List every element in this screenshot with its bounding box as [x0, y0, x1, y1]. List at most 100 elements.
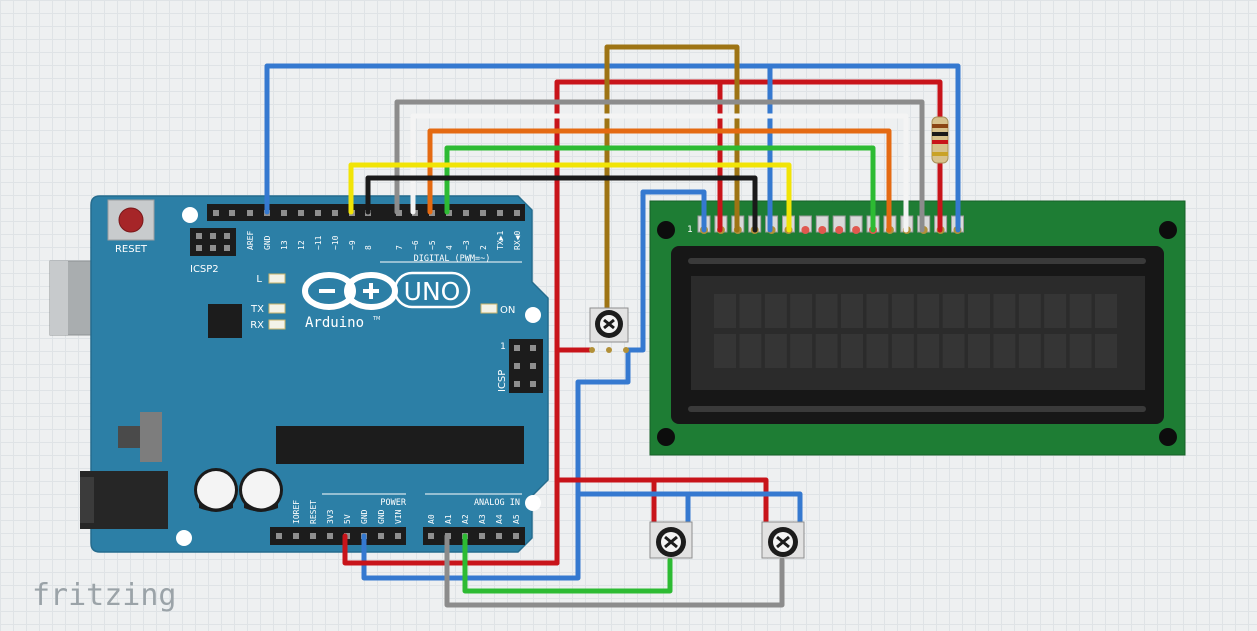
lcd-character-cell — [968, 294, 990, 328]
header-pin[interactable] — [310, 533, 316, 539]
icsp-pin1-label: 1 — [500, 342, 506, 352]
icsp-header — [509, 339, 543, 393]
analog-pin-label: A1 — [444, 514, 453, 524]
digital-pin-label: 8 — [364, 245, 373, 250]
lcd-pin-pad[interactable] — [852, 226, 861, 234]
digital-pin-label: RX◀0 — [513, 231, 522, 250]
power-pin-label: IOREF — [292, 500, 301, 524]
header-pin[interactable] — [480, 210, 486, 216]
arduino-brand-label: Arduino — [305, 315, 364, 331]
header-pin[interactable] — [428, 533, 434, 539]
header-pin[interactable] — [496, 533, 502, 539]
digital-pin-label: 12 — [297, 240, 306, 250]
led-on-label: ON — [500, 305, 515, 316]
wire-gray[interactable] — [444, 533, 785, 608]
wire-brown[interactable] — [604, 44, 740, 323]
header-pin[interactable] — [463, 210, 469, 216]
lcd-character-cell — [891, 334, 914, 368]
header-pin[interactable] — [332, 210, 338, 216]
lcd-character-cell — [993, 294, 1016, 328]
header-pin[interactable] — [513, 533, 519, 539]
wire-blue[interactable] — [264, 63, 961, 233]
wire-green[interactable] — [462, 533, 673, 594]
digital-pin-label: ~10 — [331, 235, 340, 250]
header-pin[interactable] — [315, 210, 321, 216]
lcd-character-cell — [1069, 334, 1092, 368]
capacitor — [194, 468, 238, 512]
lcd-character-cell — [790, 294, 813, 328]
led-l — [268, 273, 286, 284]
analog-pin-label: A0 — [427, 514, 436, 524]
lcd-pin-pad[interactable] — [818, 226, 827, 234]
header-pin[interactable] — [293, 533, 299, 539]
lcd-character-cell — [815, 294, 838, 328]
header-pin[interactable] — [395, 533, 401, 539]
mounting-hole — [525, 307, 541, 323]
header-pin[interactable] — [281, 210, 287, 216]
capacitor — [239, 468, 283, 512]
voltage-regulator — [140, 412, 162, 462]
power-pin-label: VIN — [394, 509, 403, 524]
header-pin[interactable] — [229, 210, 235, 216]
lcd-pin-pad[interactable] — [801, 226, 810, 234]
mounting-hole — [525, 495, 541, 511]
mounting-hole — [1159, 221, 1177, 239]
wire-blue[interactable] — [575, 491, 803, 525]
lcd-character-cell — [1095, 334, 1117, 368]
power-jack — [80, 471, 168, 529]
icsp2-header — [190, 228, 236, 256]
header-pin[interactable] — [298, 210, 304, 216]
analog-header-label: ANALOG IN — [474, 498, 520, 508]
mounting-hole — [657, 428, 675, 446]
wire-red[interactable] — [342, 533, 560, 566]
reset-label: RESET — [115, 244, 148, 255]
lcd-character-cell — [891, 294, 914, 328]
lcd-character-cell — [841, 334, 863, 368]
wire-red[interactable] — [554, 79, 943, 566]
lcd-screen — [691, 276, 1145, 390]
header-pin[interactable] — [378, 533, 384, 539]
potentiometer-1[interactable] — [649, 521, 693, 559]
wire-blue[interactable] — [361, 189, 707, 581]
header-pin[interactable] — [514, 210, 520, 216]
power-header — [270, 527, 406, 545]
power-pin-label: 5V — [343, 514, 352, 524]
fritzing-logo: fritzing — [32, 578, 177, 613]
power-pin-label: GND — [360, 509, 369, 524]
header-pin[interactable] — [497, 210, 503, 216]
digital-pin-label: GND — [263, 235, 272, 250]
header-pin[interactable] — [479, 533, 485, 539]
header-pin[interactable] — [327, 533, 333, 539]
power-pin-label: GND — [377, 509, 386, 524]
led-tx — [268, 303, 286, 314]
arduino-uno-board[interactable]: RESET ICSP2 L TX RX ON UNO Arduino TM — [49, 195, 549, 553]
digital-pin-label: AREF — [246, 231, 255, 250]
lcd-character-cell — [790, 334, 813, 368]
analog-pin-label: A3 — [478, 514, 487, 524]
potentiometer-2[interactable] — [761, 521, 805, 559]
lcd-character-cell — [866, 294, 889, 328]
wire-orange[interactable] — [427, 128, 892, 233]
wire-gray[interactable] — [394, 99, 925, 233]
usb-chip — [208, 304, 242, 338]
lcd-character-cell — [739, 294, 762, 328]
resistor[interactable] — [931, 116, 949, 164]
lcd-character-cell — [1095, 294, 1117, 328]
potentiometer-contrast[interactable] — [589, 307, 629, 353]
header-pin[interactable] — [213, 210, 219, 216]
lcd-16x2-module[interactable]: 1 — [649, 200, 1186, 456]
lcd-pin1-label: 1 — [687, 225, 693, 235]
wire-yellow[interactable] — [348, 162, 792, 233]
icsp-label: ICSP — [497, 370, 508, 392]
lcd-character-cell — [917, 294, 940, 328]
header-pin[interactable] — [276, 533, 282, 539]
header-pin[interactable] — [247, 210, 253, 216]
digital-pin-label: ~11 — [314, 235, 323, 250]
wire-red[interactable] — [554, 477, 769, 525]
lcd-pin-pad[interactable] — [835, 226, 844, 234]
lcd-character-cell — [942, 294, 965, 328]
wire-black[interactable] — [365, 175, 758, 233]
